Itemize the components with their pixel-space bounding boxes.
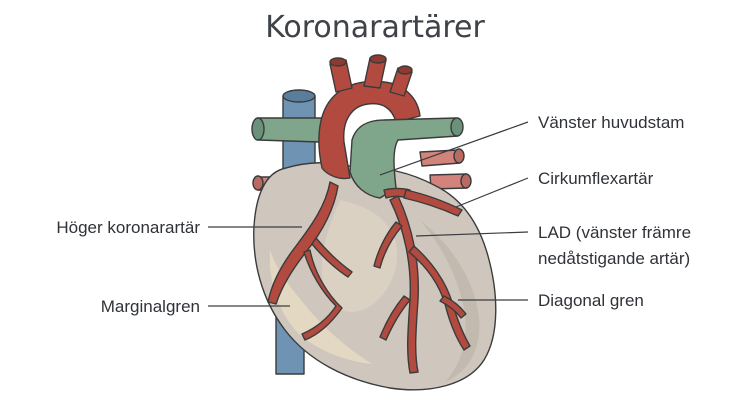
branch-opening: [397, 65, 413, 75]
branch-opening: [329, 57, 347, 67]
label-lad-line2: nedåtstigande artär): [538, 249, 690, 268]
label-diagonal: Diagonal gren: [538, 291, 644, 310]
diagonal-branch-secondary: [439, 295, 467, 319]
vena-cava-opening: [282, 89, 316, 103]
pulmonary-opening: [450, 117, 464, 137]
circumflex-artery: [403, 189, 463, 217]
vein-opening: [252, 175, 264, 191]
diagonal-branch: [408, 245, 471, 351]
label-circumflex: Cirkumflexartär: [538, 169, 654, 188]
branch-opening: [369, 54, 387, 64]
label-right-coronary: Höger koronarartär: [56, 218, 200, 237]
pulmonary-trunk: [349, 117, 459, 199]
label-left-main: Vänster huvudstam: [538, 113, 684, 132]
diagram-title: Koronarartärer: [265, 10, 485, 45]
right-coronary-artery: [267, 181, 339, 305]
rca-branch-upper: [311, 237, 353, 278]
heart-highlight-center: [321, 200, 398, 312]
lad-small-branch: [379, 295, 411, 341]
heart-highlight-left: [269, 250, 372, 364]
pulmonary-artery-left-branch: [257, 117, 323, 143]
leader-circumflex: [455, 177, 529, 208]
vein-opening: [460, 173, 472, 189]
lad-branch-left: [373, 221, 403, 269]
marginal-branch: [301, 249, 343, 341]
leader-lad: [415, 231, 529, 237]
leader-left-main: [379, 121, 529, 176]
vein-opening: [453, 148, 465, 164]
brachiocephalic-trunk: [329, 59, 353, 93]
pulmonary-opening: [251, 117, 265, 141]
lad-artery: [389, 195, 420, 374]
label-marginal: Marginalgren: [101, 297, 200, 316]
label-lad-line1: LAD (vänster främre: [538, 223, 691, 242]
